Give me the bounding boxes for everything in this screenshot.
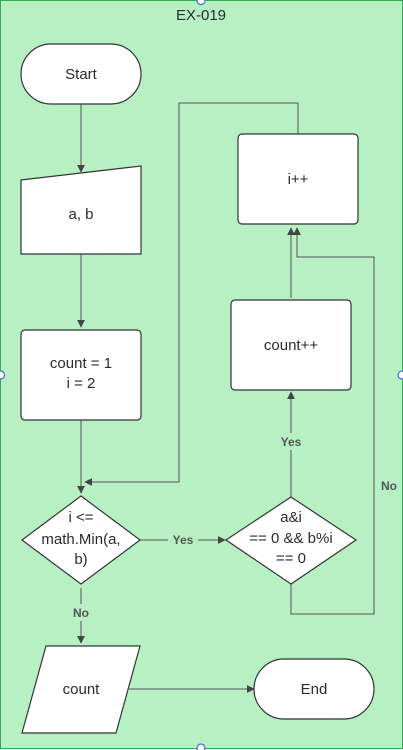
count-increment-shape <box>230 299 352 391</box>
init-node-line2: i = 2 <box>67 375 96 392</box>
divides-yes-label-bg <box>276 433 306 450</box>
handle-top[interactable] <box>196 0 206 6</box>
handle-left[interactable] <box>0 370 6 380</box>
i-increment-label: i++ <box>288 171 309 188</box>
input-node[interactable]: a, b <box>20 165 142 255</box>
i-increment-node[interactable]: i++ <box>237 133 359 225</box>
init-node-line1: count = 1 <box>50 355 112 372</box>
edge-increment-loop-back <box>84 102 299 486</box>
divides-condition-shape <box>224 496 358 585</box>
start-node-label: Start <box>65 66 98 83</box>
connectors <box>77 102 375 693</box>
output-node[interactable]: count <box>21 645 141 734</box>
frame-title: EX-019 <box>176 7 226 24</box>
count-increment-label: count++ <box>264 337 318 354</box>
init-node-shape <box>20 329 142 421</box>
end-node[interactable]: End <box>253 658 375 720</box>
loop-condition-line2: math.Min(a, <box>41 531 120 548</box>
loop-no-label: No <box>73 606 89 620</box>
i-increment-shape <box>237 133 359 225</box>
output-node-shape <box>21 645 141 734</box>
loop-condition-node[interactable]: i <= math.Min(a, b) <box>20 495 142 585</box>
divides-yes-label: Yes <box>281 435 302 449</box>
edge-labels: Yes No Yes No <box>69 433 401 621</box>
start-node-shape <box>20 43 142 105</box>
start-node[interactable]: Start <box>20 43 142 105</box>
count-increment-node[interactable]: count++ <box>230 299 352 391</box>
end-node-shape <box>253 658 375 720</box>
divides-condition-node[interactable]: a&i == 0 && b%i == 0 <box>224 496 358 585</box>
loop-condition-shape <box>20 495 142 585</box>
divides-condition-line3: == 0 <box>276 550 306 567</box>
loop-yes-label: Yes <box>173 533 194 547</box>
handle-bottom[interactable] <box>196 743 206 750</box>
input-node-label: a, b <box>68 206 93 223</box>
loop-no-label-bg <box>69 604 93 621</box>
loop-condition-line1: i <= <box>68 509 93 526</box>
init-node[interactable]: count = 1 i = 2 <box>20 329 142 421</box>
divides-condition-line2: == 0 && b%i <box>249 530 332 547</box>
input-node-shape <box>20 165 142 255</box>
loop-yes-label-bg <box>168 531 198 548</box>
handle-right[interactable] <box>397 370 403 380</box>
divides-no-label-bg <box>377 477 401 494</box>
divides-no-label: No <box>381 479 397 493</box>
edge-divides-no <box>290 227 375 615</box>
loop-condition-line3: b) <box>74 551 87 568</box>
end-node-label: End <box>301 681 328 698</box>
output-node-label: count <box>63 681 101 698</box>
divides-condition-line1: a&i <box>280 509 302 526</box>
